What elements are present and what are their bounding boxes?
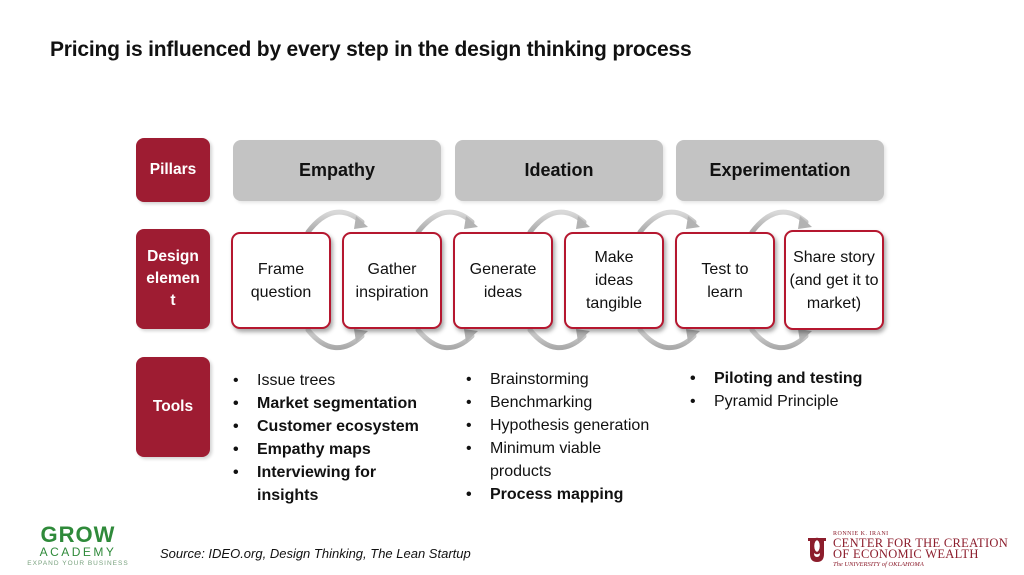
tool-item: Minimum viable products xyxy=(464,437,624,483)
arrow-bot-5 xyxy=(749,327,809,351)
grow-logo-sub: ACADEMY xyxy=(39,545,117,559)
arrow-bot-1 xyxy=(305,327,365,351)
ou-logo-line1: RONNIE K. IRANI xyxy=(833,531,889,537)
arrowhead-bot-5 xyxy=(798,329,812,342)
pillar-empathy: Empathy xyxy=(233,140,441,201)
tools-experimentation-list: Piloting and testing Pyramid Principle xyxy=(688,367,898,413)
arrowhead-top-5 xyxy=(798,216,812,229)
element-share-story-text: Share story (and get it to market) xyxy=(789,248,879,312)
grow-logo-tagline: EXPAND YOUR BUSINESS xyxy=(27,560,129,567)
ou-center-logo: RONNIE K. IRANI CENTER FOR THE CREATION … xyxy=(833,530,1008,569)
row-label-design-element-text: Design elemen t xyxy=(146,248,200,309)
element-make-ideas-tangible-text: Make ideas tangible xyxy=(585,249,643,312)
element-test-to-learn: Test to learn xyxy=(675,232,775,329)
row-label-design-element: Design elemen t xyxy=(136,229,210,329)
slide-title: Pricing is influenced by every step in t… xyxy=(50,38,692,61)
arrow-bot-4 xyxy=(637,327,697,351)
tool-item: Market segmentation xyxy=(231,392,441,415)
tool-item: Hypothesis generation xyxy=(464,414,674,437)
arrowhead-bot-3 xyxy=(576,329,590,342)
tool-item: Piloting and testing xyxy=(688,367,898,390)
element-test-to-learn-text: Test to learn xyxy=(701,260,749,301)
arrow-top-2 xyxy=(415,209,475,235)
ou-logo-line2: CENTER FOR THE CREATION xyxy=(833,536,1009,550)
tool-item: Issue trees xyxy=(231,369,441,392)
arrow-top-3 xyxy=(527,209,587,235)
element-make-ideas-tangible: Make ideas tangible xyxy=(564,232,664,329)
arrow-bot-2 xyxy=(415,327,475,351)
row-label-pillars: Pillars xyxy=(136,138,210,202)
tools-empathy-list: Issue trees Market segmentation Customer… xyxy=(231,369,441,507)
tool-item: Benchmarking xyxy=(464,391,674,414)
arrowhead-bot-4 xyxy=(686,329,700,342)
element-frame-question: Frame question xyxy=(231,232,331,329)
element-gather-inspiration-text: Gather inspiration xyxy=(355,260,429,301)
grow-academy-logo: GROW ACADEMY EXPAND YOUR BUSINESS xyxy=(22,524,134,568)
tool-item: Process mapping xyxy=(464,483,674,506)
arrow-top-4 xyxy=(637,209,697,235)
arrowhead-bot-2 xyxy=(464,329,478,342)
tool-item: Customer ecosystem xyxy=(231,415,441,438)
tool-item: Pyramid Principle xyxy=(688,390,898,413)
tool-item: Empathy maps xyxy=(231,438,441,461)
pillar-experimentation: Experimentation xyxy=(676,140,884,201)
pillar-ideation: Ideation xyxy=(455,140,663,201)
element-share-story: Share story (and get it to market) xyxy=(784,230,884,330)
arrowhead-top-2 xyxy=(464,216,478,229)
source-note: Source: IDEO.org, Design Thinking, The L… xyxy=(160,546,471,561)
element-gather-inspiration: Gather inspiration xyxy=(342,232,442,329)
ou-monogram-icon xyxy=(808,537,826,562)
ou-logo-line4: The UNIVERSITY of OKLAHOMA xyxy=(833,561,924,568)
ou-logo-line3: OF ECONOMIC WEALTH xyxy=(833,547,979,561)
element-generate-ideas: Generate ideas xyxy=(453,232,553,329)
arrowhead-bot-1 xyxy=(354,329,368,342)
arrow-bot-3 xyxy=(527,327,587,351)
element-frame-question-text: Frame question xyxy=(250,260,312,301)
arrow-top-5 xyxy=(749,209,809,235)
tool-item: Interviewing for insights xyxy=(231,461,401,507)
grow-logo-word: GROW xyxy=(40,522,116,547)
arrowhead-top-1 xyxy=(354,216,368,229)
arrowhead-top-3 xyxy=(576,216,590,229)
arrow-top-1 xyxy=(305,209,365,235)
tool-item: Brainstorming xyxy=(464,368,674,391)
tools-ideation-list: Brainstorming Benchmarking Hypothesis ge… xyxy=(464,368,674,506)
row-label-tools: Tools xyxy=(136,357,210,457)
arrowhead-top-4 xyxy=(686,216,700,229)
element-generate-ideas-text: Generate ideas xyxy=(469,260,537,301)
